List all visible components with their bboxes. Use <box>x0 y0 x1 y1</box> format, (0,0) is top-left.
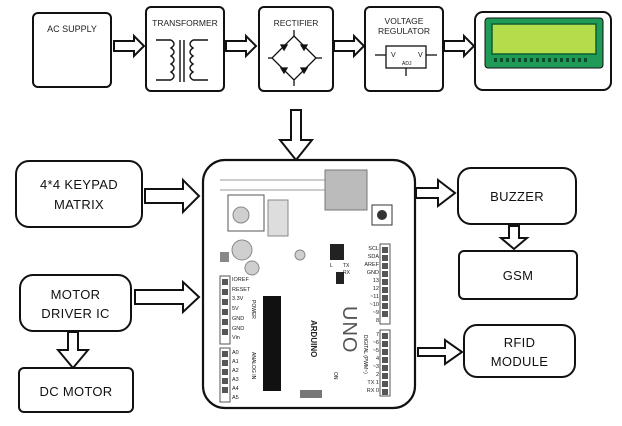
analog-header-label: ANALOG IN <box>250 352 256 380</box>
arrow-arduino-to-buzzer <box>415 177 457 209</box>
digital-pin-label: SDA <box>367 254 379 260</box>
digital-pin-label: ~3 <box>372 364 379 370</box>
digital-pin-label: 2 <box>375 372 379 378</box>
power-pin-label: IOREF <box>232 277 249 283</box>
arduino-board <box>201 158 417 410</box>
digital-pin-label: ~6 <box>372 340 379 346</box>
buzzer-block: BUZZER <box>457 167 577 225</box>
keypad-label-1: 4*4 KEYPAD <box>40 177 118 192</box>
digital-pin-label: 13 <box>372 278 379 284</box>
on-led-label: ON <box>332 372 338 380</box>
digital-pin-label: 4 <box>375 356 379 362</box>
rectifier-block: RECTIFIER <box>258 6 334 92</box>
analog-pin-label: A1 <box>232 359 239 365</box>
digital-pin-label: 8 <box>375 318 379 324</box>
digital-pin-label: GND <box>366 270 379 276</box>
arrow-buzzer-to-gsm <box>498 225 530 251</box>
lcd-display <box>474 11 612 91</box>
regulator-label-1: VOLTAGE <box>384 16 424 26</box>
digital-pin-label: AREF <box>364 262 379 268</box>
rfid-label-1: RFID <box>503 335 536 350</box>
transformer-block: TRANSFORMER <box>145 6 225 92</box>
microcontroller-chip <box>263 296 281 391</box>
digital-pin-labels-top: SCL SDA AREF GND 13 12 ~11 ~10 ~9 8 <box>362 245 379 325</box>
ac-supply-label: AC SUPPLY <box>47 24 97 34</box>
usb-connector <box>324 169 368 211</box>
arrow-rectifier-to-arduino <box>277 109 315 162</box>
arrow-arduino-to-rfid <box>417 338 464 366</box>
motor-driver-label-1: MOTOR <box>50 287 101 302</box>
regulator-vout-label: V <box>418 52 423 59</box>
transformer-icon <box>156 39 208 82</box>
arrow-rectifier-to-regulator <box>333 35 365 57</box>
power-pin-label: Vin <box>232 335 240 342</box>
analog-pin-label: A0 <box>232 350 239 356</box>
gsm-block: GSM <box>458 250 578 300</box>
power-pin-labels: IOREF RESET 3.3V 5V GND GND Vin <box>232 276 250 344</box>
voltage-regulator-icon <box>375 45 437 76</box>
arrow-transformer-to-rectifier <box>225 35 257 57</box>
ac-supply-block: AC SUPPLY <box>32 12 112 88</box>
motor-driver-label-2: DRIVER IC <box>41 306 110 321</box>
regulator-adj-label: ADJ <box>402 61 412 67</box>
gsm-label: GSM <box>502 268 534 283</box>
led-tx-label: TX <box>343 263 350 269</box>
power-pin-label: 5V <box>232 306 239 313</box>
arrow-arduino-to-motor-driver <box>134 279 201 315</box>
power-pin-label: GND <box>232 325 245 332</box>
analog-pin-label: A2 <box>232 368 239 374</box>
digital-pin-label: RX 0 <box>366 388 379 394</box>
arrow-motor-driver-to-dc-motor <box>55 331 91 370</box>
dc-motor-label: DC MOTOR <box>39 384 113 399</box>
transformer-label: TRANSFORMER <box>152 18 218 28</box>
regulator-label-2: REGULATOR <box>377 26 431 36</box>
arrow-ac-to-transformer <box>113 35 145 57</box>
rfid-label-2: MODULE <box>490 354 549 369</box>
buzzer-label: BUZZER <box>490 189 544 204</box>
led-rx-label: RX <box>343 270 350 276</box>
digital-pin-label: ~11 <box>370 294 379 300</box>
digital-pin-label: SCL <box>368 246 379 252</box>
power-pin-label: 3.3V <box>232 296 244 303</box>
digital-pin-label: 7 <box>375 332 379 338</box>
rectifier-label: RECTIFIER <box>273 18 319 28</box>
digital-pin-label: ~5 <box>372 348 379 354</box>
analog-pin-label: A3 <box>232 377 239 383</box>
rfid-block: RFID MODULE <box>463 324 576 378</box>
regulator-vin-label: V <box>391 52 396 59</box>
keypad-block: 4*4 KEYPAD MATRIX <box>15 160 143 228</box>
digital-pin-label: ~10 <box>369 302 379 308</box>
power-header-label: POWER <box>250 300 256 319</box>
digital-pin-label: 12 <box>372 286 379 292</box>
arduino-brand-label: ARDUINO <box>309 320 318 358</box>
led-l-label: L <box>330 263 333 269</box>
digital-pin-label: TX 1 <box>367 380 379 386</box>
bridge-rectifier-icon <box>268 30 322 86</box>
arrow-keypad-to-arduino <box>144 177 201 215</box>
power-pin-label: GND <box>232 315 245 322</box>
arduino-model-label: UNO <box>338 306 360 354</box>
analog-pin-label: A4 <box>232 386 239 392</box>
dc-motor-block: DC MOTOR <box>18 367 134 413</box>
analog-pin-label: A5 <box>232 395 239 401</box>
arrow-regulator-to-lcd <box>443 35 475 57</box>
keypad-label-2: MATRIX <box>54 197 104 212</box>
motor-driver-block: MOTOR DRIVER IC <box>19 274 132 332</box>
digital-header-label: DIGITAL (PWM~) <box>362 335 368 374</box>
voltage-regulator-block: VOLTAGE REGULATOR V V ADJ <box>364 6 444 92</box>
digital-pin-labels-bottom: 7 ~6 ~5 4 ~3 2 TX 1 RX 0 <box>362 331 379 395</box>
digital-pin-label: ~9 <box>372 310 379 316</box>
lcd-pin-row <box>494 58 587 62</box>
power-pin-label: RESET <box>232 286 251 293</box>
